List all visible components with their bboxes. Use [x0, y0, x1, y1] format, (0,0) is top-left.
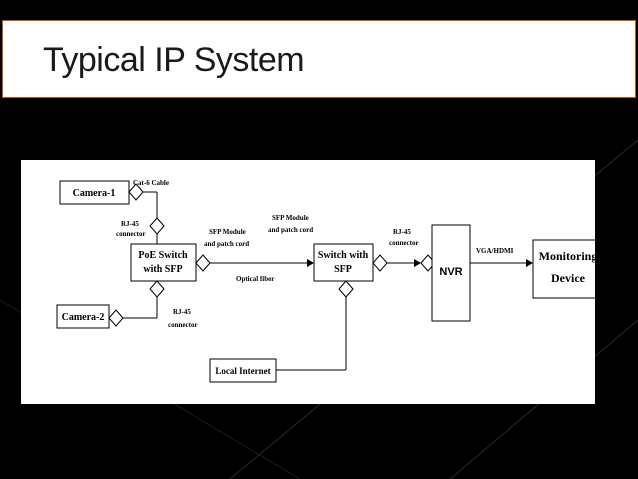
rj45-nvr-label-1: RJ-45	[393, 228, 411, 236]
switch-sfp-label-2: SFP	[334, 264, 352, 275]
local-internet-label: Local Internet	[215, 366, 270, 376]
local-internet-box	[209, 358, 277, 383]
monitoring-device-label-1: Monitoring	[539, 249, 595, 263]
network-diagram: Camera-1 Cat-6 Cable RJ-45 connector PoE…	[56, 179, 595, 383]
poe-bottom-connector	[149, 280, 165, 298]
sfp-left-label-2: and patch cord	[204, 240, 249, 248]
nvr-label: NVR	[439, 266, 462, 278]
poe-switch-label-1: PoE Switch	[138, 250, 188, 261]
rj45-top-label-2: connector	[116, 230, 146, 238]
camera-1-label: Camera-1	[73, 188, 116, 199]
sfp-right-label-2: and patch cord	[268, 226, 313, 234]
switch-sfp-box	[313, 243, 374, 282]
cat6-label: Cat-6 Cable	[133, 179, 169, 187]
nvr-monitor-arrow	[526, 259, 533, 267]
switch-bottom-connector	[338, 280, 354, 298]
switch-nvr-arrow	[414, 259, 421, 267]
optical-arrow	[307, 259, 314, 267]
monitoring-device-box	[532, 239, 595, 299]
switch-sfp-label-1: Switch with	[318, 250, 369, 261]
nvr-box	[431, 224, 471, 322]
poe-switch-box	[130, 243, 197, 282]
rj45-bottom-label-1: RJ-45	[173, 308, 191, 316]
sfp-left-label-1: SFP Module	[209, 228, 246, 236]
rj45-bottom-label-2: connector	[168, 321, 198, 329]
camera-2-box	[56, 304, 110, 329]
rj45-top-label-1: RJ-45	[121, 220, 139, 228]
monitoring-device-label-2: Device	[551, 271, 586, 285]
poe-top-connector	[149, 217, 165, 235]
vga-hdmi-label: VGA/HDMI	[476, 247, 514, 255]
diagram-panel: Camera-1 Cat-6 Cable RJ-45 connector PoE…	[21, 160, 595, 404]
poe-switch-label-2: with SFP	[143, 264, 182, 275]
camera-2-connector	[108, 309, 124, 327]
optical-fiber-label: Optical fiber	[236, 275, 274, 283]
slide-title: Typical IP System	[43, 41, 305, 79]
rj45-nvr-label-2: connector	[389, 239, 419, 247]
poe-sfp-connector	[195, 254, 211, 272]
sfp-right-label-1: SFP Module	[272, 214, 309, 222]
camera-2-label: Camera-2	[62, 312, 105, 323]
switch-right-connector	[372, 254, 388, 272]
title-bar: Typical IP System	[2, 20, 636, 98]
